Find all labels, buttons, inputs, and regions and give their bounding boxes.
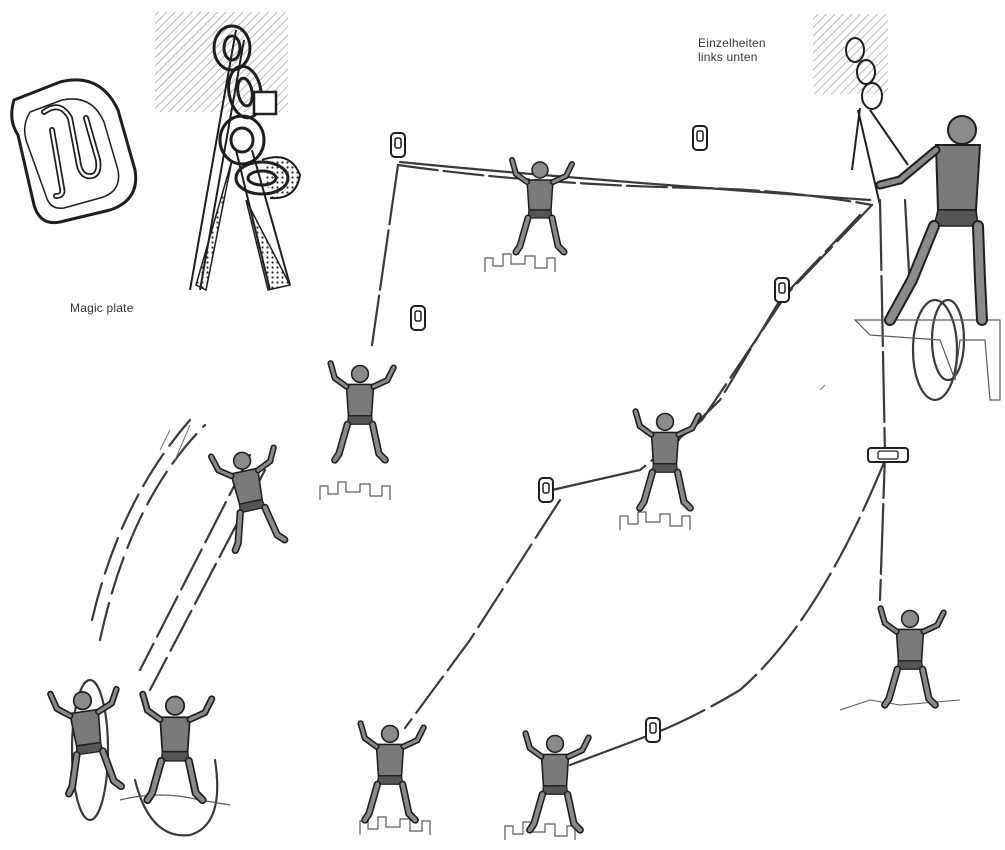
climbers — [50, 116, 982, 830]
detail-note-line-1: Einzelheiten — [698, 36, 808, 50]
texture-marks — [160, 385, 825, 460]
anchor-5-icon — [646, 718, 660, 742]
climber-right-lower — [881, 608, 944, 705]
detail-note-line-2: links unten — [698, 50, 808, 64]
climber-left-middle — [211, 444, 293, 552]
climber-belay-left — [50, 685, 129, 794]
anchor-7-icon — [868, 448, 908, 462]
magic-plate-icon — [12, 80, 136, 223]
climber-bottom-left — [361, 723, 424, 820]
climber-left-upper — [331, 363, 394, 460]
rock-ledges — [120, 254, 1000, 840]
detail-note-label: Einzelheiten links unten — [698, 36, 808, 64]
anchor-1-icon — [391, 133, 405, 157]
climber-center — [636, 411, 699, 508]
climber-bottom-center — [526, 733, 589, 830]
anchor-4-icon — [539, 478, 553, 502]
climber-belay-right — [143, 694, 212, 800]
anchor-3-icon — [775, 278, 789, 302]
magic-plate-label: Magic plate — [70, 301, 134, 315]
chain-anchor-detail — [155, 12, 300, 290]
anchor-2-icon — [693, 126, 707, 150]
top-right-anchor — [813, 14, 908, 205]
anchor-6-icon — [411, 306, 425, 330]
